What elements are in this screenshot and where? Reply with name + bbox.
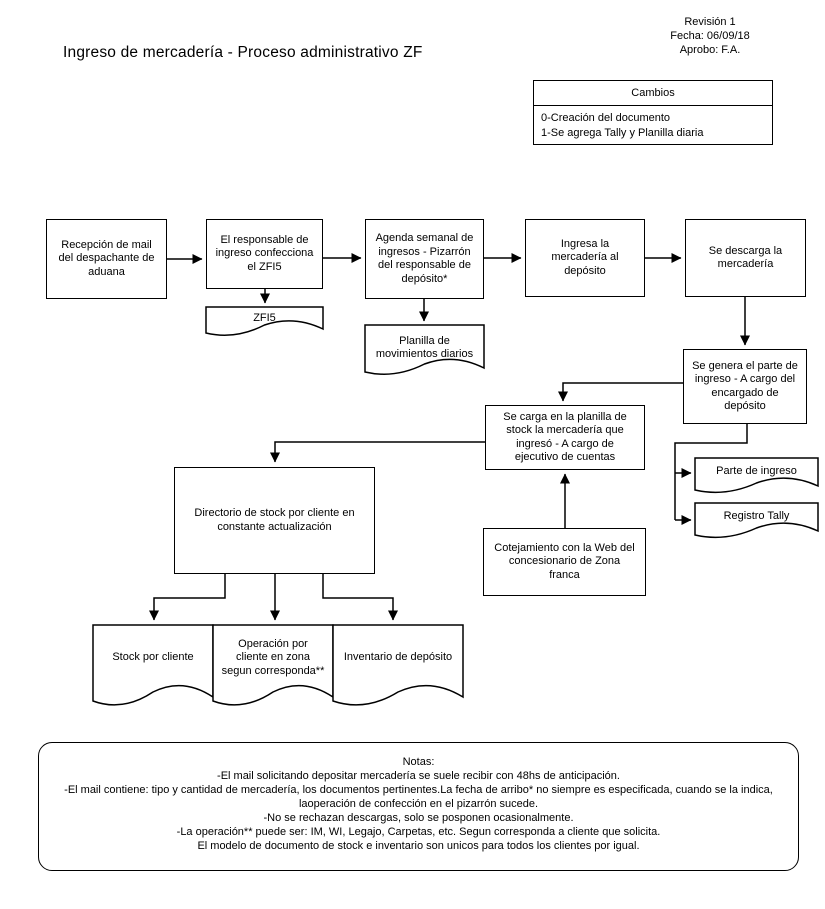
notes-line: -La operación** puede ser: IM, WI, Legaj…	[176, 826, 661, 838]
revision-approver: Aprobo: F.A.	[679, 44, 741, 56]
node-agenda-semanal: Agenda semanal de ingresos - Pizarrón de…	[365, 219, 484, 299]
notes-title: Notas:	[402, 756, 435, 768]
document-shape-zfi5	[205, 306, 324, 336]
document-shape-parte-ingreso	[694, 457, 819, 494]
node-ingresa-mercaderia: Ingresa la mercadería al depósito	[525, 219, 645, 297]
node-directorio-stock: Directorio de stock por cliente en const…	[174, 467, 375, 574]
revision-date: Fecha: 06/09/18	[670, 30, 750, 42]
changes-item: 1-Se agrega Tally y Planilla diaria	[541, 127, 704, 139]
connector-carga-directorio	[270, 441, 485, 463]
node-genera-parte-ingreso: Se genera el parte de ingreso - A cargo …	[683, 349, 807, 424]
node-carga-planilla-stock: Se carga en la planilla de stock la merc…	[485, 405, 645, 470]
notes-box: Notas: -El mail solicitando depositar me…	[38, 742, 799, 871]
document-shape-stock-cliente	[92, 624, 214, 706]
changes-body: 0-Creación del documento 1-Se agrega Tal…	[534, 106, 772, 146]
connector-parte-docs-trunk	[674, 424, 748, 520]
notes-line: -El mail contiene: tipo y cantidad de me…	[64, 784, 773, 810]
notes-line: -No se rechazan descargas, solo se pospo…	[263, 812, 574, 824]
notes-line: -El mail solicitando depositar mercaderí…	[217, 770, 620, 782]
document-shape-registro-tally	[694, 502, 819, 539]
revision-block: Revisión 1 Fecha: 06/09/18 Aprobo: F.A.	[625, 15, 795, 57]
changes-table: Cambios 0-Creación del documento 1-Se ag…	[533, 80, 773, 145]
page-title: Ingreso de mercadería - Proceso administ…	[63, 44, 423, 61]
document-shape-operacion	[212, 624, 334, 706]
changes-item: 0-Creación del documento	[541, 112, 671, 124]
changes-header: Cambios	[534, 81, 772, 106]
node-cotejamiento-web: Cotejamiento con la Web del concesionari…	[483, 528, 646, 596]
document-shape-planilla	[364, 324, 485, 375]
revision-number: Revisión 1	[684, 16, 736, 28]
document-shape-inventario	[332, 624, 464, 706]
node-descarga-mercaderia: Se descarga la mercadería	[685, 219, 806, 297]
node-responsable-zfi5: El responsable de ingreso confecciona el…	[206, 219, 323, 289]
node-recepcion-mail: Recepción de mail del despachante de adu…	[46, 219, 167, 299]
connector-parte-carga	[558, 382, 683, 402]
notes-line: El modelo de documento de stock e invent…	[197, 840, 640, 852]
connector-directorio-inventario	[322, 574, 398, 621]
connector-directorio-stock	[149, 574, 226, 621]
